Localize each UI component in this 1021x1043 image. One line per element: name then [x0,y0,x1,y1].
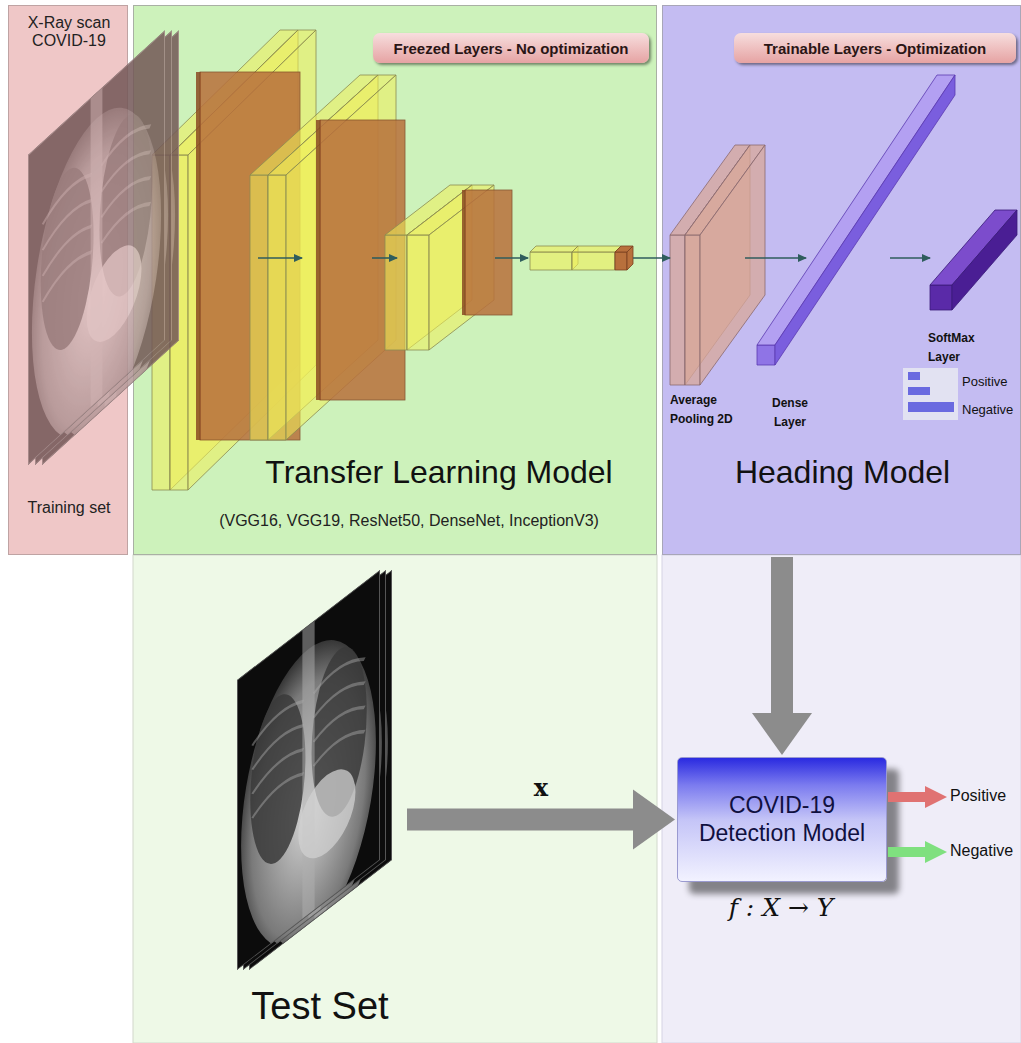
node-text: Heading Model [735,454,950,490]
trainable-layers-badge: Trainable Layers - Optimization [734,33,1016,63]
flow-arrow [633,257,670,259]
connector-head [752,713,812,755]
average-pooling-layer [670,145,765,385]
softmax-layer [952,210,1017,310]
training-xray-stack [28,30,179,491]
label-slot: f : X → Y [701,893,861,922]
output-bars [903,368,958,420]
edge-label-slot: x [501,773,581,802]
output-bars [908,387,930,395]
average-pooling-layer [685,235,700,385]
edge-label: x [534,773,548,802]
connector-head [633,790,675,850]
training-xray-stack [28,30,165,465]
average-pooling-layer [670,235,685,385]
pooling-layer [196,72,300,440]
frozen-layers-badge: Freezed Layers - No optimization [373,33,649,63]
text-slot: (VGG16, VGG19, ResNet50, DenseNet, Incep… [144,512,674,530]
conv-block [530,252,572,270]
layer-label: SoftMax Layer [928,331,975,364]
positive-output-arrow [888,786,947,808]
label-slot: Positive [962,372,1018,390]
model-region [662,555,1021,1043]
conv-block [268,175,286,440]
flow-arrow [890,257,930,259]
flow-arrow [258,257,930,259]
test-xray-stack [237,570,380,994]
conv-block [572,246,621,252]
average-pooling-layer [700,145,765,385]
dense-layer [757,345,775,365]
pooling-layer [615,252,627,270]
label-slot: Positive [950,787,1016,805]
text-slot: Heading Model [663,454,1021,491]
layer-label: Average Pooling 2D [670,393,733,426]
node-text: Freezed Layers - No optimization [393,40,628,57]
conv-block [530,246,578,252]
training-xray-stack [28,30,165,491]
node-text: (VGG16, VGG19, ResNet50, DenseNet, Incep… [219,512,599,529]
node-text: Transfer Learning Model [265,454,612,490]
node-text: Trainable Layers - Optimization [764,40,987,57]
conv-block [250,175,268,440]
connector-shaft [771,557,793,713]
flow-connector [752,557,812,755]
layer-label: Dense Layer [772,396,808,429]
text-slot: Transfer Learning Model [204,454,674,491]
flow-arrow [258,257,302,259]
pooling-layer [615,246,633,270]
connector-shaft [407,809,633,831]
positive-output-arrow [888,786,947,808]
function-label: f : X → Y [729,893,834,922]
softmax-layer [930,210,1017,310]
text-slot: Test Set [235,985,405,1028]
node-text: X-Ray scan COVID-19 [28,14,111,49]
negative-output-arrow [888,841,947,863]
flow-arrow [495,257,528,259]
conv-block [530,246,621,270]
label-slot: Average Pooling 2D [670,390,750,427]
negative-output-arrow [888,841,947,863]
dense-layer [757,75,955,345]
test-region [133,555,657,1043]
label-slot: Dense Layer [758,393,822,430]
softmax-layer [930,285,952,310]
flow-arrow [372,257,397,259]
pooling-layer [462,190,512,315]
node-text: COVID-19 Detection Model [688,792,876,847]
conv-block [407,235,429,350]
text-slot: X-Ray scan COVID-19 [9,14,129,51]
output-bars [908,402,954,412]
dense-layer [757,75,955,365]
conv-block [572,252,615,270]
output-label: Negative [950,842,1013,859]
pooling-layer [465,190,512,315]
test-xray-stack [237,570,392,994]
detection-model-box: COVID-19 Detection Model [677,757,887,882]
output-bars [903,368,958,420]
conv-block [385,235,407,350]
label-slot: Negative [950,842,1016,860]
label-slot: SoftMax Layer [928,328,998,365]
node-text: Training set [28,499,111,516]
output-bars [908,372,920,380]
flow-arrow [745,257,806,259]
text-slot: Training set [9,499,129,517]
pooling-layer [627,246,633,270]
dense-layer [775,75,955,365]
pooling-layer [200,72,300,440]
class-label: Positive [962,374,1008,389]
class-label: Negative [962,402,1013,417]
output-label: Positive [950,787,1006,804]
node-text: Test Set [251,985,388,1027]
label-slot: Negative [962,400,1018,418]
flow-connector [407,790,675,850]
